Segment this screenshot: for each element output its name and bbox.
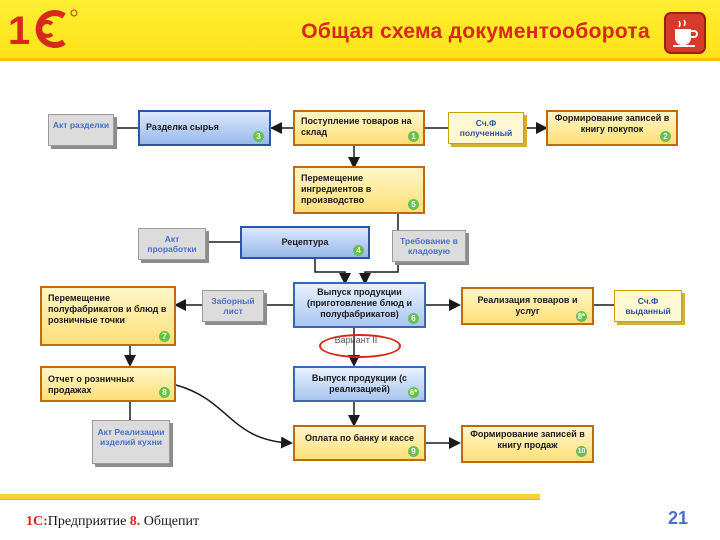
box-postuplenie-label: Поступление товаров на склад [301,116,412,137]
doc-akt-realizacii-label: Акт Реализации изделий кухни [97,427,165,447]
arrow-receptura-vypusk [314,259,351,285]
box-formirovanie-prodazh-label: Формирование записей в книгу продаж [470,429,585,450]
box-vypusk-realiz-label: Выпуск продукции (с реализацией) [311,373,408,394]
1c-logo: 1 [8,9,78,50]
box-formirovanie-pokupok-num: 2 [660,131,671,142]
box-realizaciya: Реализация товаров и услуг 8* [461,287,594,325]
doc-trebovanie: Требование в кладовую [392,230,466,262]
box-vypusk-num: 6 [408,313,419,324]
box-realizaciya-label: Реализация товаров и услуг [477,295,578,316]
doc-zabornyi-list: Заборный лист [202,290,264,322]
footer-brand-1c: 1С: [26,514,48,529]
footer-divider [0,494,540,499]
footer-brand-8: 8. [129,514,141,529]
page-number: 21 [668,508,689,528]
doc-akt-realizacii: Акт Реализации изделий кухни [92,420,170,464]
doc-zabornyi-list-label: Заборный лист [211,296,255,316]
footer-brand-text: Предприятие [47,514,130,529]
box-otchet: Отчет о розничных продажах 8 [40,366,176,402]
footer-brand-tail: Общепит [140,514,200,529]
box-razdelka: Разделка сырья 3 [138,110,271,146]
box-peremeshchenie-ingr-num: 5 [408,199,419,210]
footer-divider-line [0,499,540,500]
doc-trebovanie-label: Требование в кладовую [400,236,458,256]
box-postuplenie: Поступление товаров на склад 1 [293,110,425,146]
box-receptura-label: Рецептура [281,237,329,247]
svg-text:1: 1 [8,9,30,50]
box-peremeshchenie-ingr: Перемещение ингредиентов в производство … [293,166,425,214]
box-otchet-label: Отчет о розничных продажах [48,374,135,395]
box-peremeshchenie-pf-label: Перемещение полуфабрикатов и блюд в розн… [48,293,167,325]
variant-label: Вариант II [334,335,378,345]
header-divider [0,58,720,61]
box-vypusk: Выпуск продукции (приготовление блюд и п… [293,282,426,328]
box-vypusk-label: Выпуск продукции (приготовление блюд и п… [306,287,412,319]
doc-akt-razdelki-label: Акт разделки [52,120,110,130]
doc-sf-poluchenny: Сч.Ф полученный [448,112,524,144]
box-realizaciya-num: 8* [576,311,587,322]
box-peremeshchenie-pf: Перемещение полуфабрикатов и блюд в розн… [40,286,176,346]
page-title: Общая схема документооборота [301,20,650,43]
box-razdelka-label: Разделка сырья [146,122,219,132]
cup-icon [664,12,706,54]
box-oplata-label: Оплата по банку и кассе [304,433,415,443]
box-formirovanie-pokupok-label: Формирование записей в книгу покупок [554,113,670,134]
arrow-otchet-oplata [175,384,293,449]
footer-brand: 1С:Предприятие 8. Общепит [26,514,199,530]
box-vypusk-realiz: Выпуск продукции (с реализацией) 6* [293,366,426,402]
doc-sf-vydannyi-label: Сч.Ф выданный [625,296,671,316]
box-oplata-num: 9 [408,446,419,457]
box-formirovanie-prodazh: Формирование записей в книгу продаж 10 [461,425,594,463]
doc-akt-prorabotki: Акт проработки [138,228,206,260]
box-oplata: Оплата по банку и кассе 9 [293,425,426,461]
box-formirovanie-prodazh-num: 10 [576,446,587,457]
box-vypusk-realiz-num: 6* [408,387,419,398]
header-band [0,0,720,58]
box-otchet-num: 8 [159,387,170,398]
box-receptura-num: 4 [353,245,364,256]
doc-sf-vydannyi: Сч.Ф выданный [614,290,682,322]
box-peremeshchenie-pf-num: 7 [159,331,170,342]
box-razdelka-num: 3 [253,131,264,142]
doc-sf-poluchenny-label: Сч.Ф полученный [459,118,513,138]
doc-akt-prorabotki-label: Акт проработки [147,234,197,254]
variant-oval [319,334,401,358]
box-postuplenie-num: 1 [408,131,419,142]
doc-akt-razdelki: Акт разделки [48,114,114,146]
box-peremeshchenie-ingr-label: Перемещение ингредиентов в производство [301,173,372,205]
box-formirovanie-pokupok: Формирование записей в книгу покупок 2 [546,110,678,146]
box-receptura: Рецептура 4 [240,226,370,259]
